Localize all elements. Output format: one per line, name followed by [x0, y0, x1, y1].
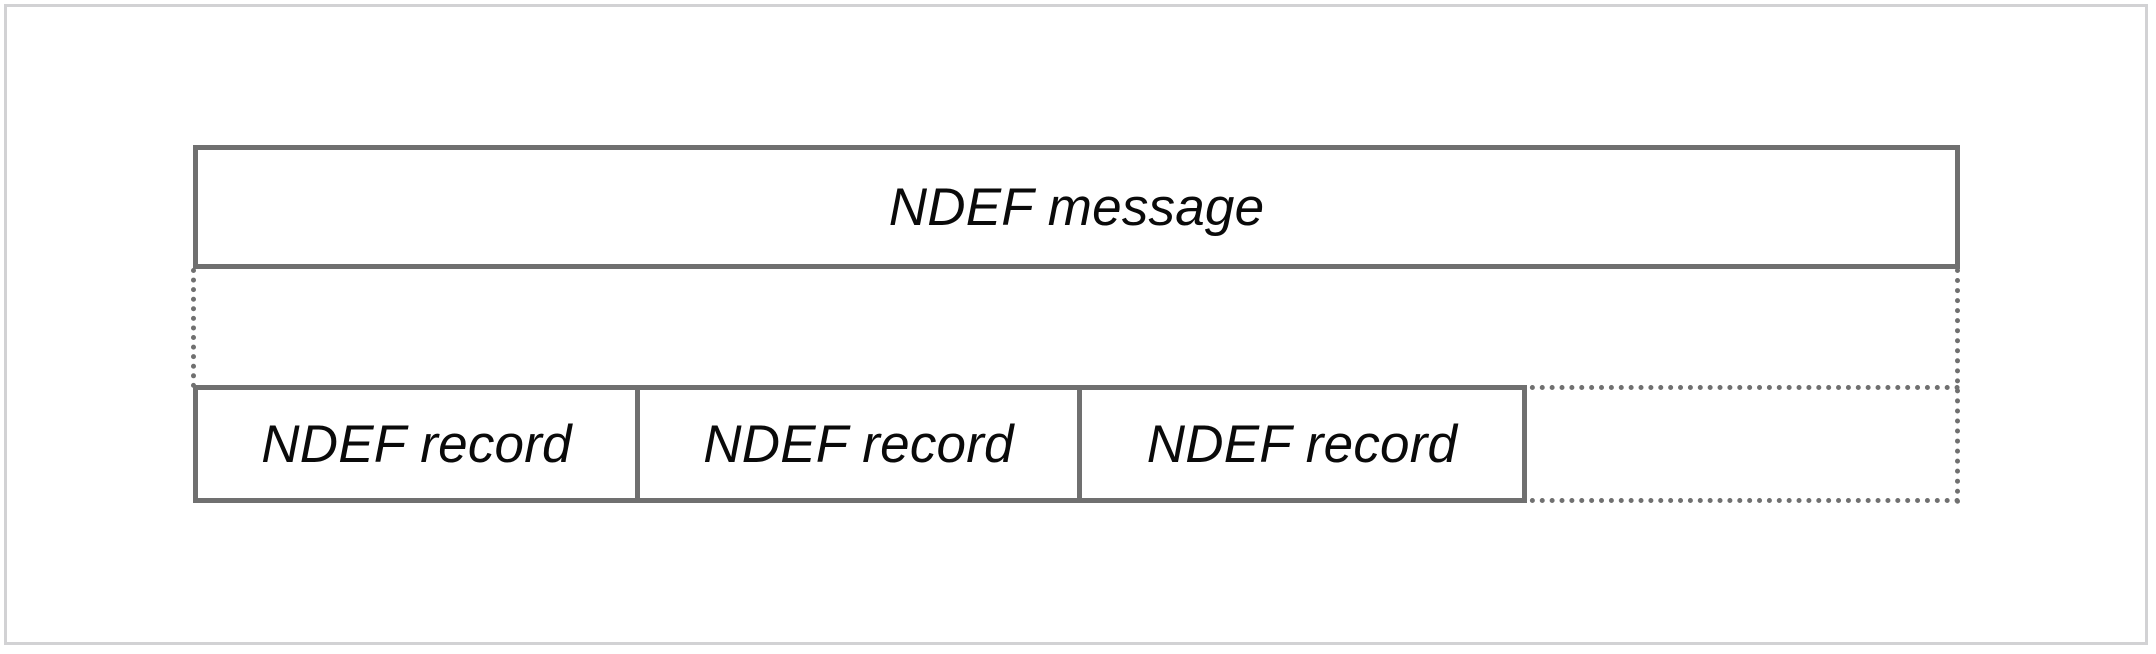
ndef-record-label-2: NDEF record	[703, 414, 1014, 474]
page-frame	[4, 4, 2148, 645]
ndef-record-label-3: NDEF record	[1146, 414, 1458, 474]
ndef-records-row: NDEF record NDEF record NDEF record	[193, 385, 1527, 503]
ndef-message-box: NDEF message	[193, 145, 1960, 269]
dotted-continuation-top-edge	[1520, 385, 1960, 390]
ndef-message-label: NDEF message	[888, 177, 1265, 237]
ndef-record-label-1: NDEF record	[261, 414, 572, 474]
ndef-record-box-2: NDEF record	[635, 385, 1082, 503]
dotted-continuation-bottom-edge	[1520, 498, 1960, 503]
dotted-left-connector	[191, 268, 196, 388]
ndef-record-box-1: NDEF record	[193, 385, 640, 503]
ndef-record-box-3: NDEF record	[1077, 385, 1527, 503]
